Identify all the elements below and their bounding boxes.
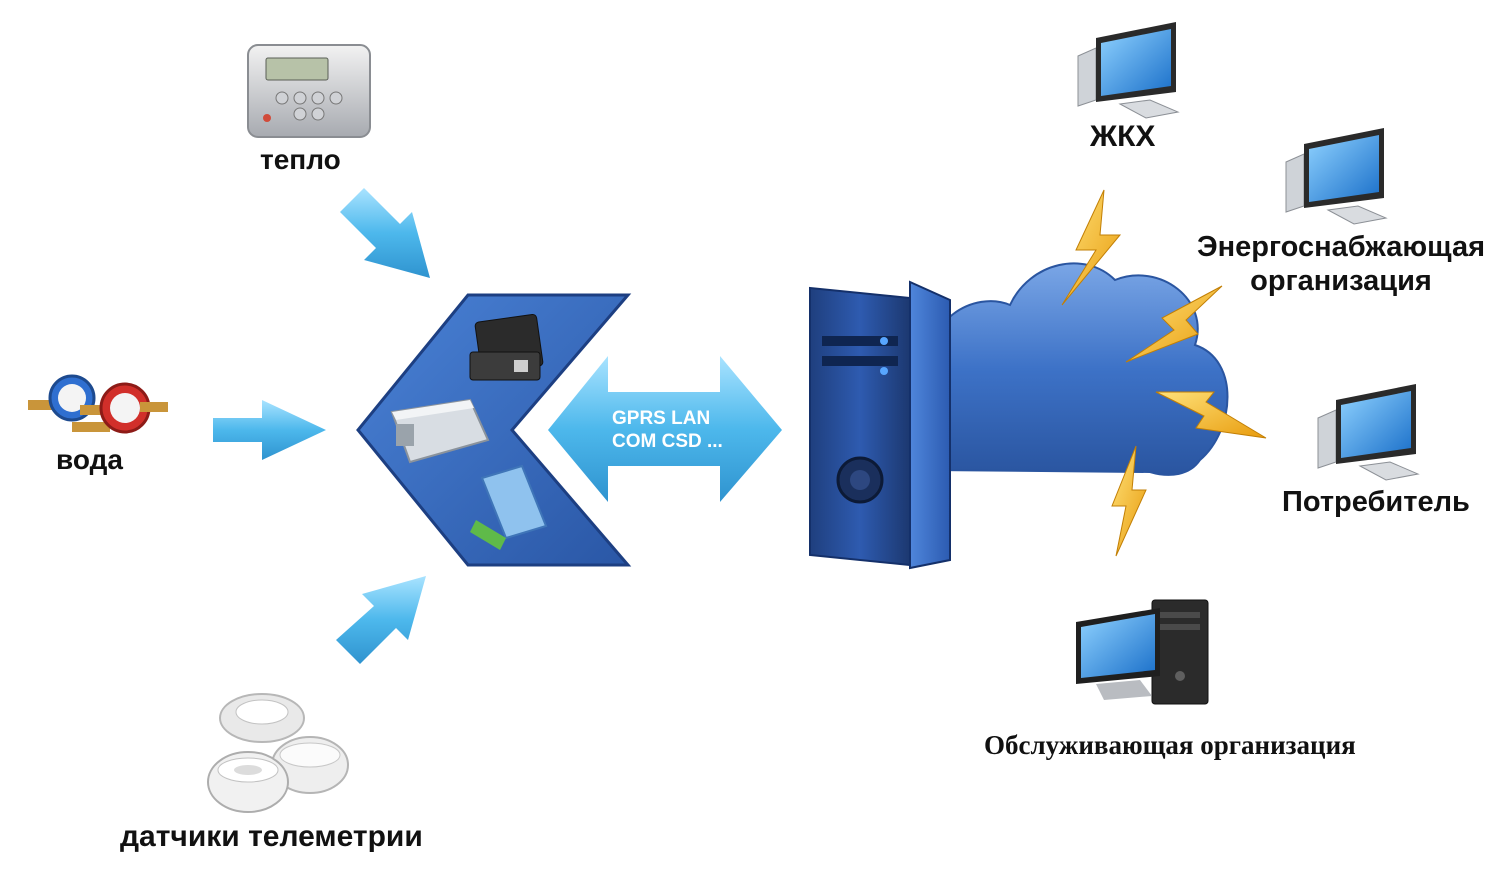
lightning-bolt-icon-4: [1111, 445, 1147, 557]
heat-meter-icon: [247, 44, 371, 138]
lightning-bolt-icon-2: [1125, 285, 1223, 363]
monitor-icon-consumer: [1317, 384, 1420, 481]
water-meter-icon: [28, 374, 168, 434]
gsm-modem-icon: [469, 313, 544, 381]
communication-channel-arrow: [548, 356, 782, 502]
monitor-icon-energy: [1285, 128, 1388, 225]
label-consumer: Потребитель: [1282, 486, 1470, 518]
label-energy-line1: Энергоснабжающая: [1196, 231, 1485, 263]
link-protocols-row1: GPRS LAN: [612, 408, 710, 429]
label-service: Обслуживающая организация: [984, 730, 1356, 760]
label-telemetry: датчики телеметрии: [120, 820, 423, 853]
desktop-computer-icon: [1076, 599, 1209, 705]
converter-module-icon: [470, 464, 548, 550]
label-heat: тепло: [260, 144, 341, 175]
label-utility: ЖКХ: [1090, 120, 1156, 153]
arrow-heat-to-hub: [340, 188, 430, 278]
label-water: вода: [56, 444, 123, 475]
server-icon: [809, 280, 951, 570]
lightning-bolt-icon-3: [1155, 391, 1267, 439]
gateway-panel: [356, 293, 632, 567]
smoke-sensor-icon: [207, 693, 349, 813]
monitor-icon-utility: [1077, 22, 1180, 119]
lightning-bolt-icon-1: [1061, 189, 1122, 306]
gprs-terminal-icon: [390, 398, 490, 464]
arrow-telemetry-to-hub: [336, 576, 426, 664]
label-energy-line2: организация: [1250, 265, 1432, 297]
link-protocols-row2: COM CSD ...: [612, 431, 723, 452]
label-energy: Энергоснабжающая организация: [1188, 230, 1494, 298]
arrow-water-to-hub: [213, 400, 326, 460]
